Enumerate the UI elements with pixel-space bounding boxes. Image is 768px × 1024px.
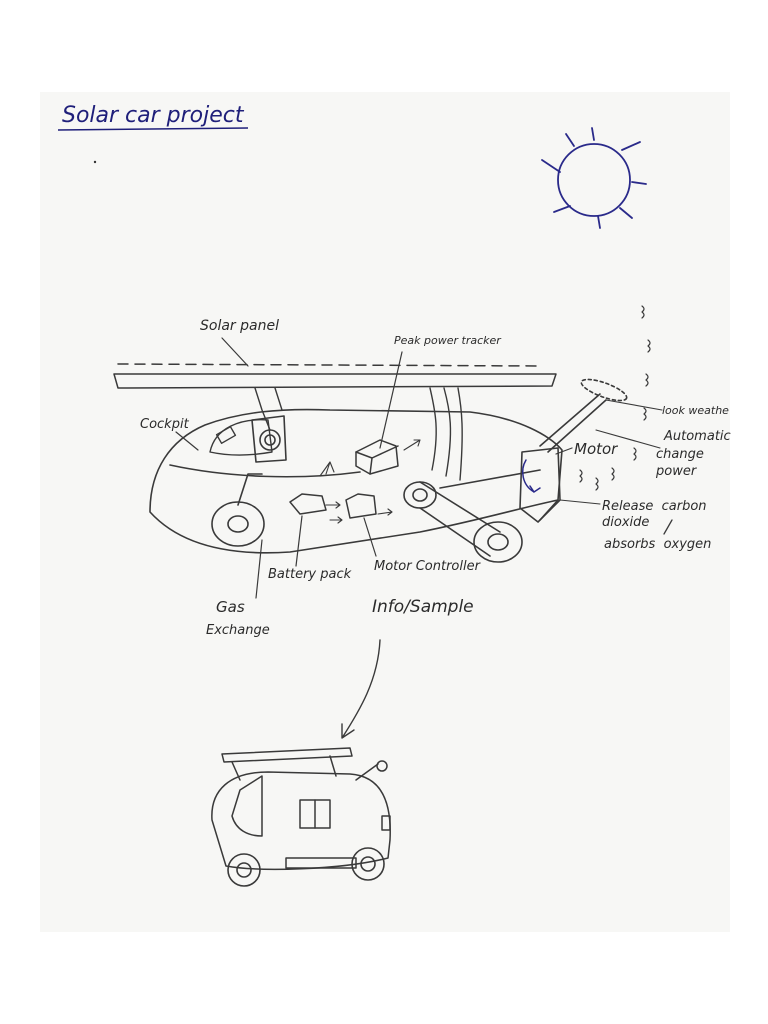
small-car-wheels xyxy=(227,847,385,887)
car-body xyxy=(149,408,563,554)
automatic-change-power-line1: Automatic xyxy=(663,429,731,444)
small-car-drawing xyxy=(211,747,391,871)
gas-exchange-line2: Exchange xyxy=(206,623,270,638)
weather-sensor xyxy=(539,378,628,453)
motor-drive xyxy=(403,469,541,557)
pencil-dot xyxy=(93,160,97,164)
battery-pack-box xyxy=(289,493,377,519)
look-weather-leader xyxy=(605,399,663,411)
battery-pack-leader xyxy=(295,515,303,567)
release-carbon-line2: dioxide xyxy=(602,515,649,530)
rear-wheel xyxy=(473,521,523,563)
automatic-change-power-line2: change xyxy=(656,447,704,462)
info-sample-label: Info/Sample xyxy=(372,597,474,617)
gas-exchange-leader xyxy=(255,539,263,599)
automatic-change-power-leader xyxy=(595,429,661,449)
info-sample-arrow xyxy=(341,639,381,739)
page-title: Solar car project xyxy=(62,103,245,128)
absorbs-oxygen-label: absorbs oxygen xyxy=(604,537,711,552)
release-carbon-leader xyxy=(559,499,601,505)
solar-panel-label: Solar panel xyxy=(200,318,279,334)
automatic-change-power-line3: power xyxy=(655,464,698,479)
motor-controller-label: Motor Controller xyxy=(374,559,482,574)
solar-panel xyxy=(113,363,557,389)
front-wheel xyxy=(211,501,265,547)
rotation-arrow xyxy=(521,459,541,494)
solar-panel-leader xyxy=(221,337,249,367)
flow-arrows xyxy=(319,439,421,524)
motor-label: Motor xyxy=(574,440,618,458)
peak-power-tracker-box xyxy=(355,439,399,475)
battery-pack-label: Battery pack xyxy=(268,567,352,582)
cockpit-label: Cockpit xyxy=(140,417,190,432)
motor-leader xyxy=(555,447,573,455)
motor-controller-leader xyxy=(363,517,377,557)
paper-sheet xyxy=(40,92,730,932)
steering-gauge xyxy=(251,415,287,463)
cockpit-window xyxy=(209,419,273,456)
cockpit-leader xyxy=(175,431,199,451)
peak-power-tracker-label: Peak power tracker xyxy=(394,334,502,347)
look-weather-label: look weathe xyxy=(662,404,729,417)
gas-exchange-line1: Gas xyxy=(216,598,245,616)
title-underline xyxy=(57,127,249,131)
release-carbon-line1: Release carbon xyxy=(602,499,707,514)
slash-mark xyxy=(663,519,673,535)
panel-struts xyxy=(254,387,463,481)
peak-power-tracker-leader xyxy=(379,351,403,449)
airflow-squiggles xyxy=(579,305,651,491)
sun-icon xyxy=(541,127,647,229)
